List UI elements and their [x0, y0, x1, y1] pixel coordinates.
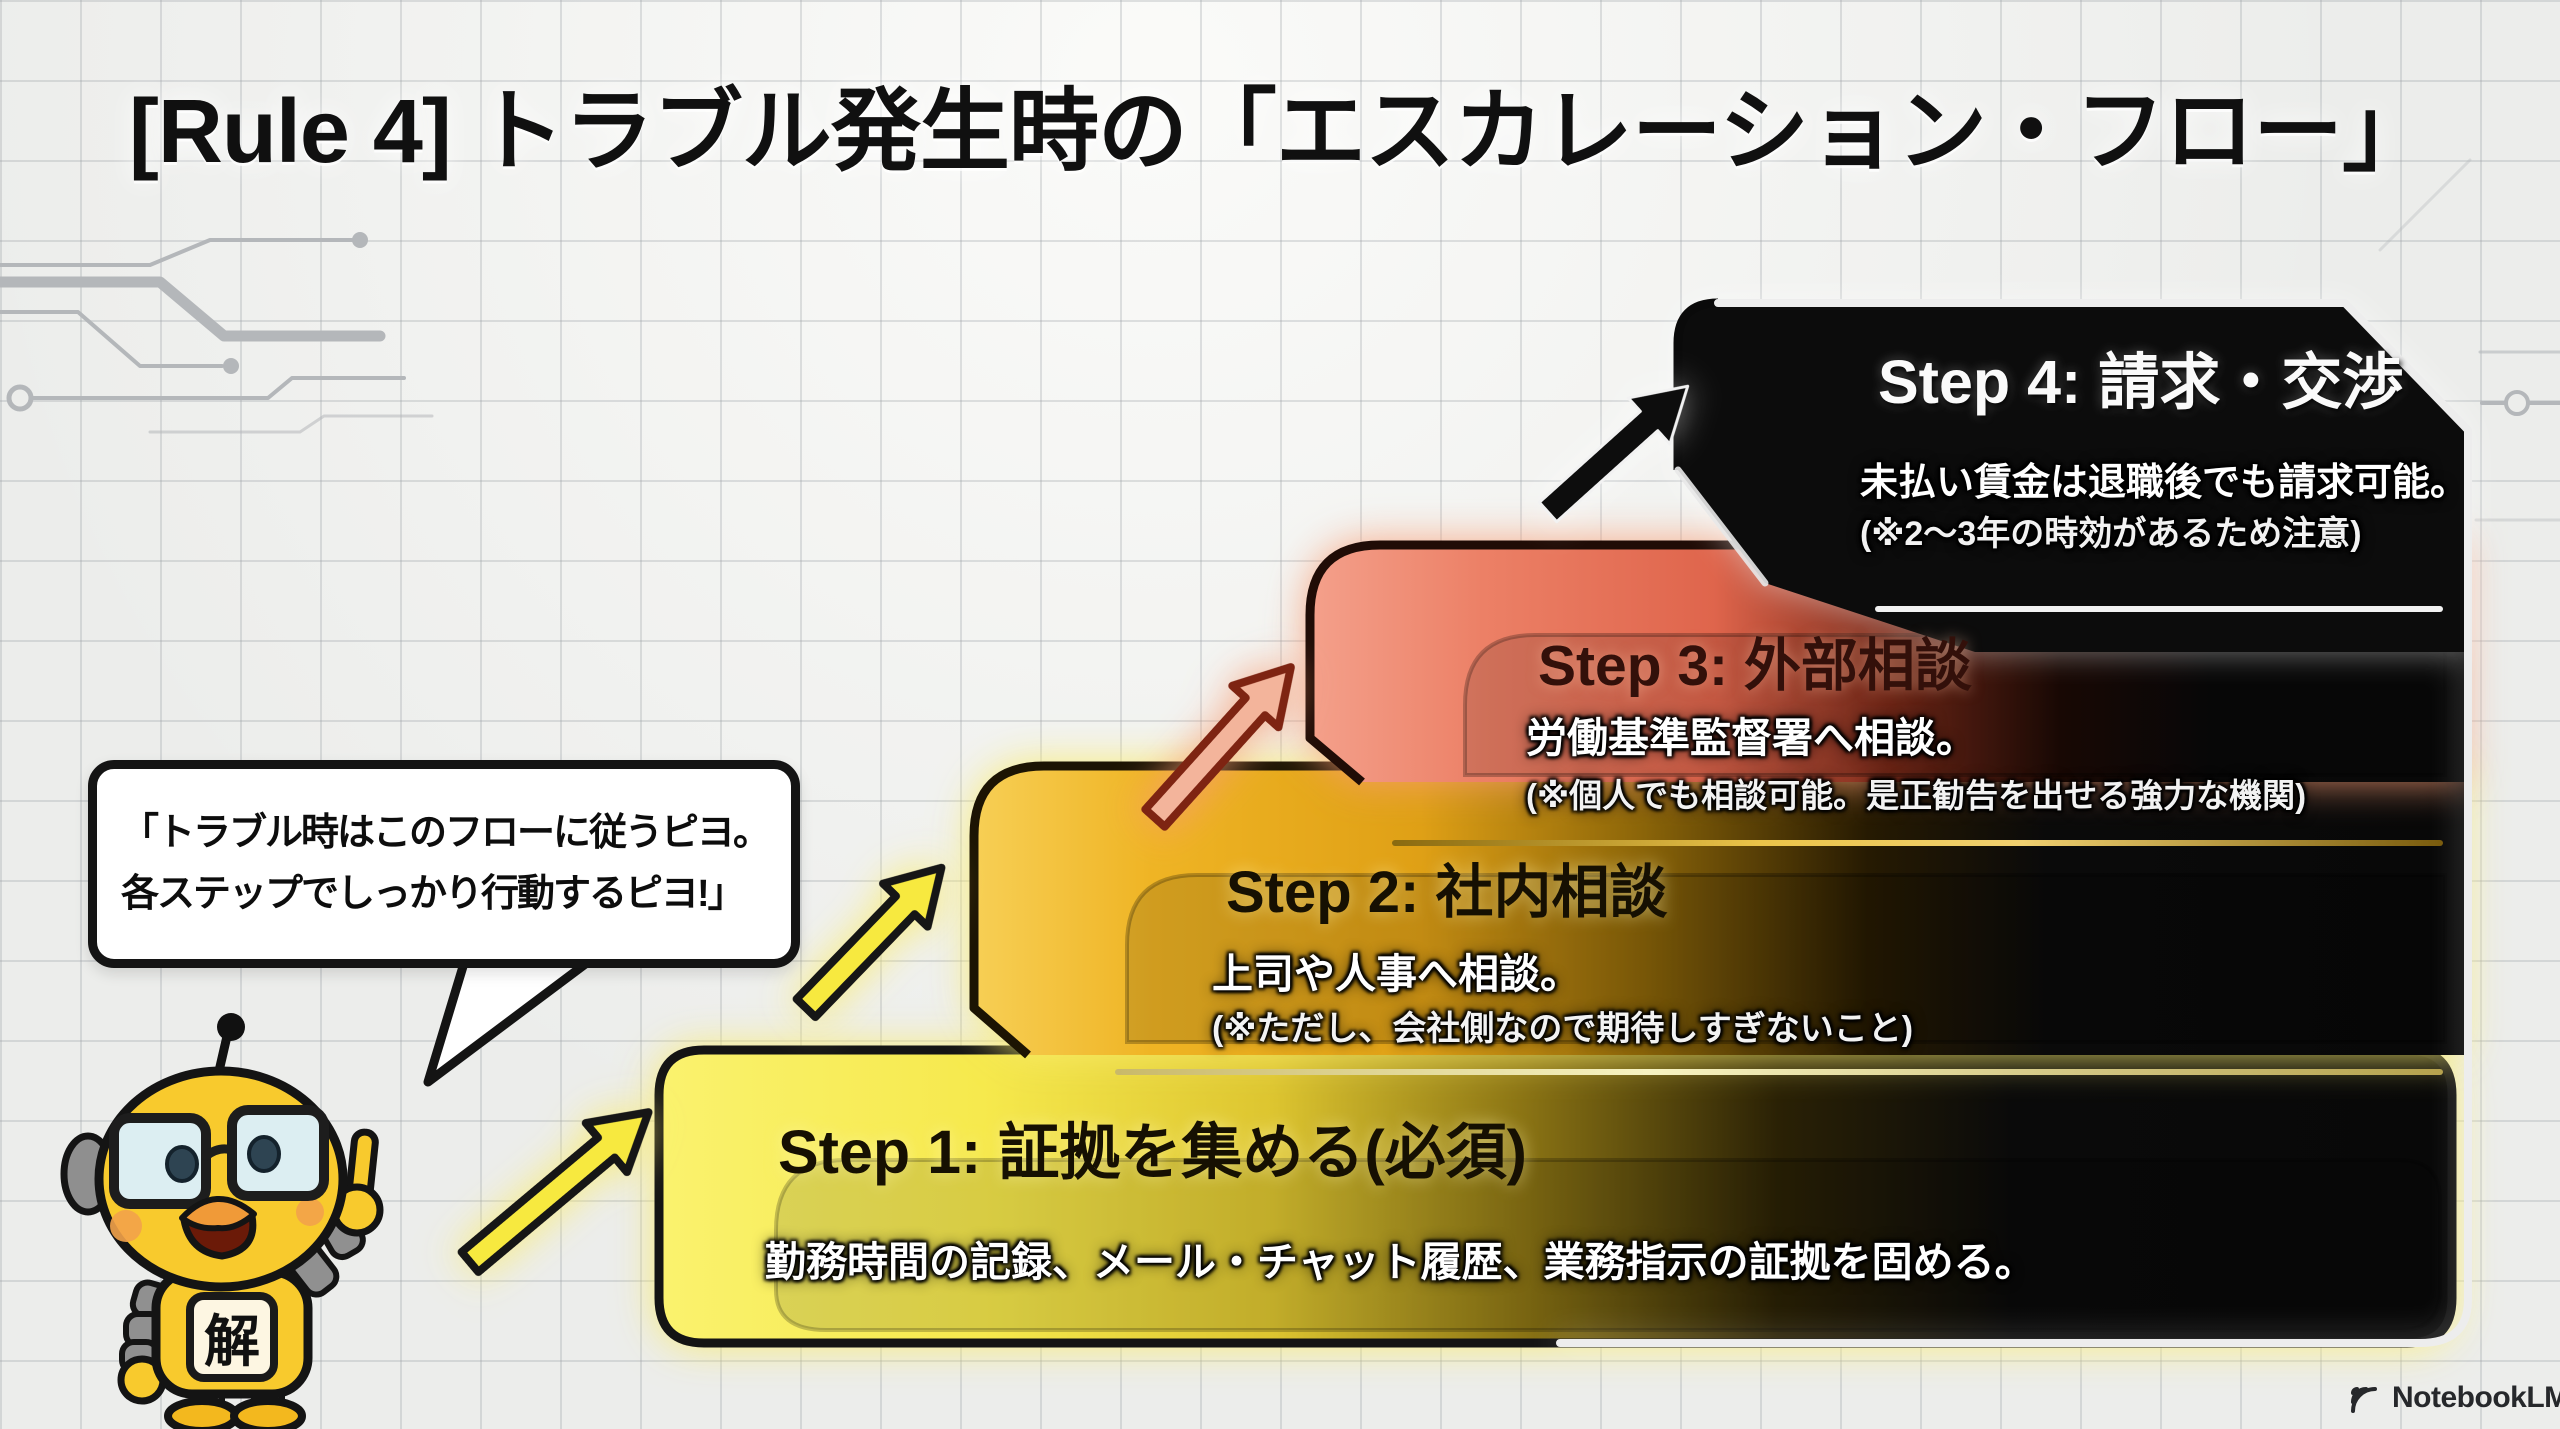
- step1-title: Step 1: 証拠を集める(必須): [778, 1118, 1527, 1186]
- step2-block: [969, 761, 2464, 1059]
- step2-front-face: [1125, 873, 2447, 1044]
- mascot-eye: [247, 1135, 281, 1173]
- watermark-label: NotebookLM: [2392, 1381, 2560, 1414]
- step1-block: [654, 1045, 2457, 1348]
- mascot-foot: [164, 1397, 240, 1429]
- step3-note: (※個人でも相談可能。是正勧告を出せる強力な機関): [1526, 777, 2307, 814]
- speech-bubble: 「トラブル時はこのフローに従うピヨ。 各ステップでしっかり行動するピヨ!」: [88, 760, 800, 968]
- step4-title: Step 4: 請求・交渉: [1878, 348, 2404, 416]
- watermark: NotebookLM: [2346, 1381, 2560, 1415]
- step3-title: Step 3: 外部相談: [1538, 634, 1972, 698]
- mascot-beak: [179, 1196, 257, 1232]
- circuit-right: [2378, 158, 2560, 522]
- arrow-to-step3-icon: [1141, 663, 1295, 831]
- speech-bubble-line-1: 「トラブル時はこのフローに従うピヨ。: [121, 812, 771, 855]
- step1-description: 勤務時間の記録、メール・チャット履歴、業務指示の証拠を固める。: [765, 1239, 2036, 1285]
- step2-note: (※ただし、会社側なので期待しすぎないこと): [1212, 1010, 1914, 1048]
- arrow-to-step1-icon: [457, 1108, 653, 1276]
- notebooklm-logo-icon: [2351, 1387, 2377, 1413]
- mascot-foot: [230, 1397, 306, 1429]
- step3-description: 労働基準監督署へ相談。: [1526, 715, 1977, 761]
- speech-bubble-tail: [423, 945, 609, 1087]
- step4-bevel-edge: [1674, 466, 1769, 587]
- arrow-to-step2-icon: [792, 863, 946, 1022]
- step4-note: (※2〜3年の時効があるため注意): [1860, 515, 2362, 553]
- step2-description: 上司や人事へ相談。: [1212, 951, 1581, 997]
- mascot-glasses-bridge: [201, 1144, 237, 1161]
- speech-bubble-line-2: 各ステップでしっかり行動するピヨ!」: [121, 873, 746, 915]
- step2-title: Step 2: 社内相談: [1226, 860, 1668, 925]
- mascot-badge-label: 解: [204, 1310, 260, 1373]
- step4-description: 未払い賃金は退職後でも請求可能。: [1860, 462, 2469, 504]
- page-title: [Rule 4] トラブル発生時の「エスカレーション・フロー」: [128, 82, 2432, 182]
- mascot-eye: [165, 1145, 199, 1183]
- panel-white-edge: [1556, 299, 2472, 1347]
- mascot-antenna-tip: [217, 1013, 245, 1041]
- mascot-badge: [186, 1292, 278, 1382]
- step4-block: [1556, 298, 2472, 1347]
- mascot-cheek: [296, 1198, 324, 1226]
- arrow-to-step4-icon: [1537, 384, 1690, 524]
- step1-front-face: [774, 1158, 2442, 1332]
- mascot-cheek: [110, 1210, 142, 1242]
- circuit-top-left: [0, 232, 434, 434]
- mascot-robot-chick: 解: [60, 1013, 384, 1429]
